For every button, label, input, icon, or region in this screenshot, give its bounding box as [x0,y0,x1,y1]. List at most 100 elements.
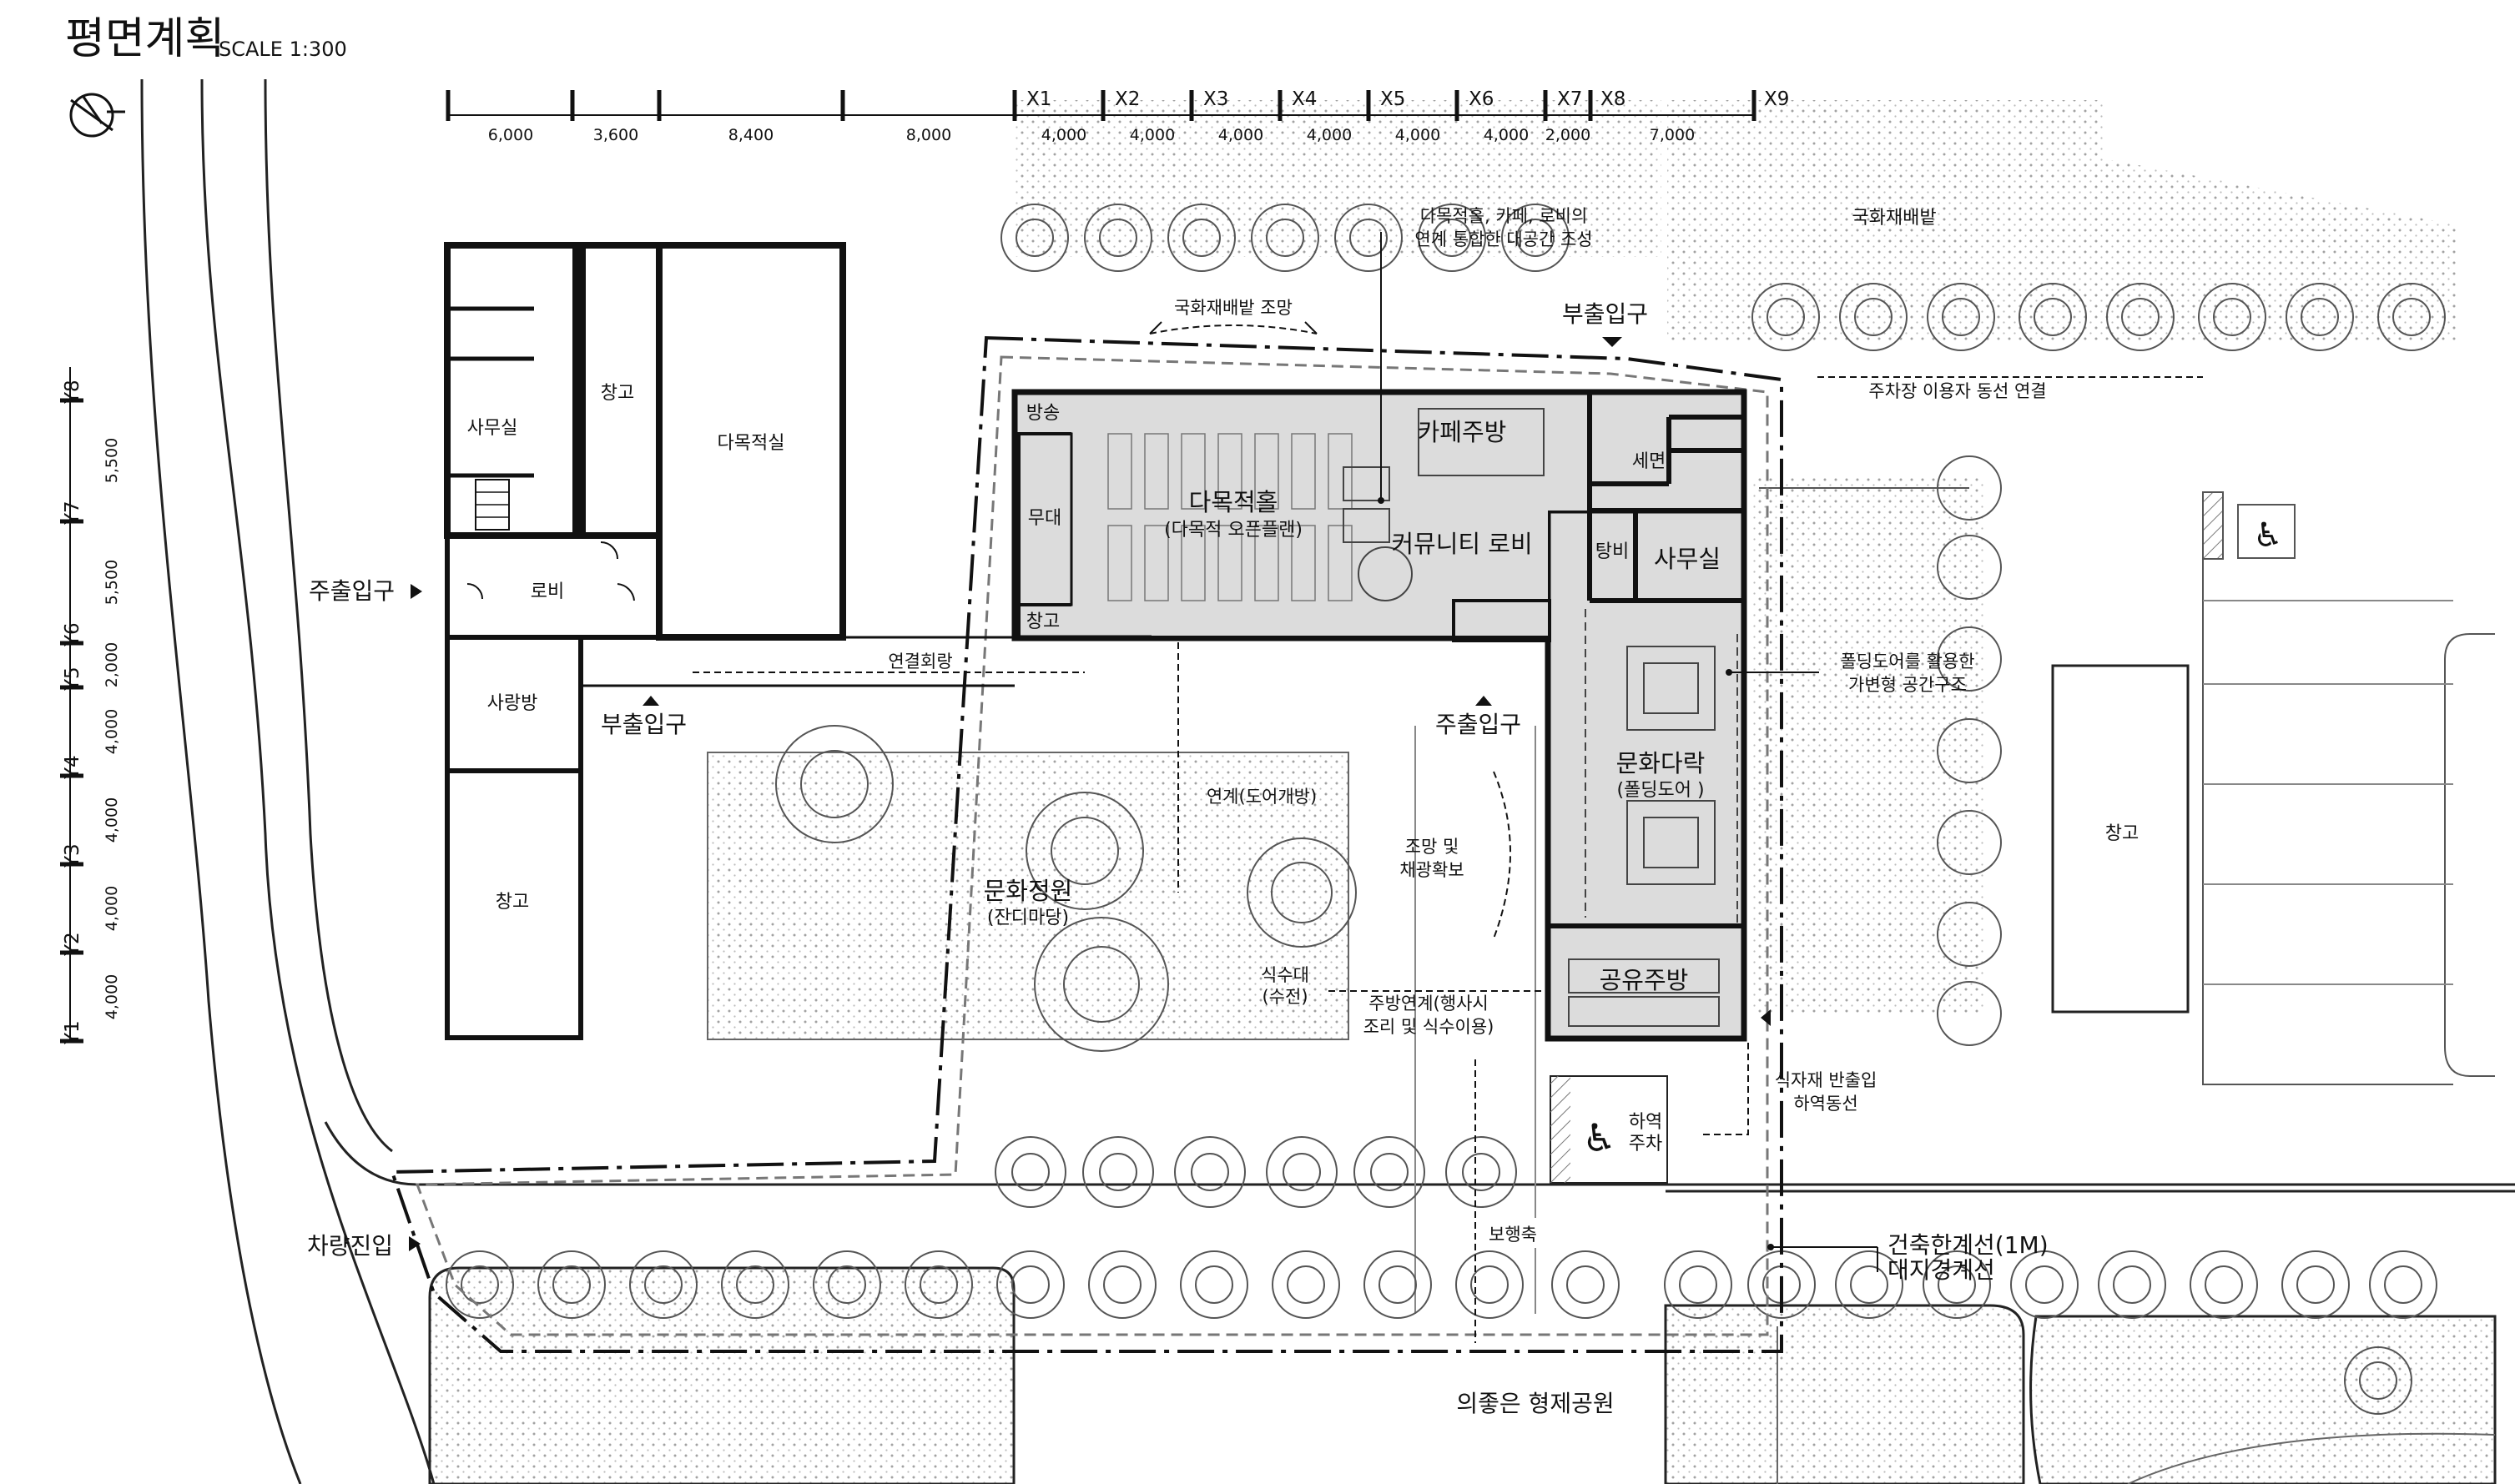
hall-seating [1107,433,1353,601]
room-community-lobby: 커뮤니티 로비 [1391,530,1532,558]
note-kitchen-link-2: 조리 및 식수이용) [1363,1017,1494,1037]
park-south-middle [1664,1304,2025,1484]
storage-east [2051,664,2190,1014]
room-washroom: 세면 [1632,451,1666,472]
entrance-sub-west: 부출입구 [601,711,687,738]
note-unloading-1: 하역 [1629,1112,1662,1133]
label-culture-garden-sub: (잔디마당) [987,908,1069,928]
legend: 건축한계선(1M) 대지경계선 [1767,1231,2049,1284]
dim-top-5: 4,000 [1041,126,1086,144]
grid-label-y3: Y3 [62,843,83,868]
site-boundary-line [390,335,1783,1353]
note-folding-door-2: 가변형 공간구조 [1848,675,1967,695]
label-park: 의좋은 형제공원 [1456,1390,1614,1417]
grid-label-x8: X8 [1600,88,1625,110]
wheelchair-icon [2237,504,2296,559]
note-food-delivery-1: 식자재 반출입 [1775,1070,1877,1090]
room-broadcast: 방송 [1026,403,1060,424]
note-food-delivery-2: 하역동선 [1793,1094,1857,1114]
dimension-top: 6,000 3,600 8,400 8,000 4,000 4,000 4,00… [446,88,1789,144]
dim-left-2: 4,000 [103,886,121,931]
grid-label-x9: X9 [1764,88,1789,110]
grid-label-x7: X7 [1557,88,1582,110]
room-storage-west-2: 창고 [496,892,529,913]
setback-line [415,355,1769,1336]
culture-garden-lawn [707,752,1349,1040]
dim-left-6: 5,500 [103,560,121,605]
road-curb [140,78,302,1484]
dim-top-10: 4,000 [1484,126,1529,144]
room-cafe-kitchen: 카페주방 [1418,418,1507,446]
field-north-east [1667,100,2458,340]
park-south-west [428,1266,1016,1484]
dim-top-6: 4,000 [1130,126,1175,144]
room-storage-small: 창고 [1026,611,1060,632]
note-door-link: 연계(도어개방) [1207,787,1317,807]
note-view-light-1: 조망 및 [1405,837,1459,857]
field-north-west [1015,100,1661,257]
grid-label-x1: X1 [1026,88,1051,110]
north-arrow-icon [69,93,125,138]
wheelchair-icon: ♿ [1582,1115,1616,1160]
room-stage: 무대 [1028,508,1061,529]
grid-label-x5: X5 [1380,88,1405,110]
label-culture-garden: 문화정원 [984,877,1073,905]
room-culture-attic-sub: (폴딩도어 ) [1616,780,1704,801]
dimension-left: Y1 Y2 Y3 Y4 Y5 Y6 Y7 Y8 4,000 4,000 4,00… [60,367,121,1045]
room-multipurpose-hall-sub: (다목적 오픈플랜) [1164,520,1303,541]
note-unloading-2: 주차 [1629,1134,1662,1155]
entrance-markers: 주출입구 부출입구 주출입구 부출입구 차량진입 [307,300,1771,1260]
plan-scale: SCALE 1:300 [219,38,347,61]
room-culture-attic: 문화다락 [1616,749,1706,777]
legend-site-boundary: 대지경계선 [1888,1256,1995,1284]
entrance-sub-north: 부출입구 [1562,300,1648,328]
room-shared-kitchen: 공유주방 [1600,966,1689,994]
room-office: 사무실 [1654,545,1721,573]
note-view-light-2: 채광확보 [1399,860,1464,880]
dim-left-1: 4,000 [103,974,121,1019]
svg-text:♿: ♿ [2253,516,2283,555]
dim-top-7: 4,000 [1218,126,1263,144]
grid-label-x2: X2 [1115,88,1140,110]
note-pedestrian-axis: 보행축 [1489,1225,1537,1245]
entrance-main-west: 주출입구 [309,577,395,605]
note-parking-link: 주차장 이용자 동선 연결 [1868,381,2046,401]
dim-left-5: 2,000 [103,642,121,687]
room-multipurpose-west: 다목적실 [718,433,785,454]
trees [446,204,2446,1415]
annotations: 다목적홀, 카페, 로비의 연계 통합한 대공간 조성 국화재배밭 조망 주차장… [693,206,2203,1343]
site-lines [390,335,1783,1353]
new-building [1011,389,1747,1042]
road-edge-inner [264,78,393,1153]
grid-label-y4: Y4 [62,755,83,780]
note-corridor: 연결회랑 [888,651,952,672]
grid-label-y2: Y2 [62,932,83,957]
dim-left-3: 4,000 [103,797,121,843]
room-sarang: 사랑방 [487,693,538,714]
note-kitchen-link-1: 주방연계(행사시 [1368,994,1488,1014]
room-multipurpose-hall: 다목적홀 [1189,488,1278,516]
dim-top-8: 4,000 [1307,126,1352,144]
grid-label-y1: Y1 [62,1020,83,1045]
note-field-view: 국화재배밭 조망 [1174,298,1293,318]
grid-label-x4: X4 [1292,88,1317,110]
legend-setback-line: 건축한계선(1M) [1888,1231,2049,1259]
grid-label-y8: Y8 [62,380,83,405]
dim-left-4: 4,000 [103,709,121,754]
grid-label-y7: Y7 [62,501,83,526]
room-storage-west-1: 창고 [601,383,634,404]
entrance-vehicle: 차량진입 [307,1232,393,1260]
room-lobby-west: 로비 [531,581,564,602]
existing-building-west [444,242,1015,1040]
room-pantry: 탕비 [1595,541,1629,562]
dim-top-4: 8,000 [906,126,951,144]
room-office-west: 사무실 [467,418,518,439]
note-folding-door-1: 폴딩도어를 활용한 [1840,651,1974,672]
plan-title: 평면계획 [65,14,224,64]
note-sink-2: (수전) [1262,987,1308,1007]
grid-label-x6: X6 [1469,88,1494,110]
grid-label-y6: Y6 [62,622,83,647]
grid-label-y5: Y5 [62,667,83,692]
grid-label-x3: X3 [1203,88,1228,110]
